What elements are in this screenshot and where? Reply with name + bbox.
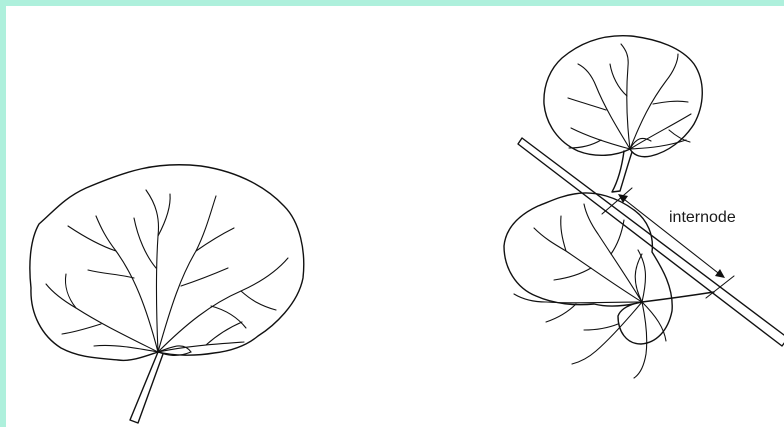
leaf-diagram [6,6,784,427]
single-leaf-blade [30,165,304,361]
single-leaf-veins [46,190,288,352]
internode-arrowhead-bottom [715,269,725,278]
single-leaf-petiole [130,352,163,423]
lower-leaf-veins [514,204,666,378]
stem-with-leaves [504,36,784,378]
upper-leaf-petiole [612,151,632,192]
internode-arrow-line [620,196,722,276]
internode-label: internode [669,209,736,227]
stem [518,138,784,346]
upper-leaf-veins [568,44,691,149]
single-leaf [30,165,304,423]
lower-leaf-petiole [642,292,714,302]
